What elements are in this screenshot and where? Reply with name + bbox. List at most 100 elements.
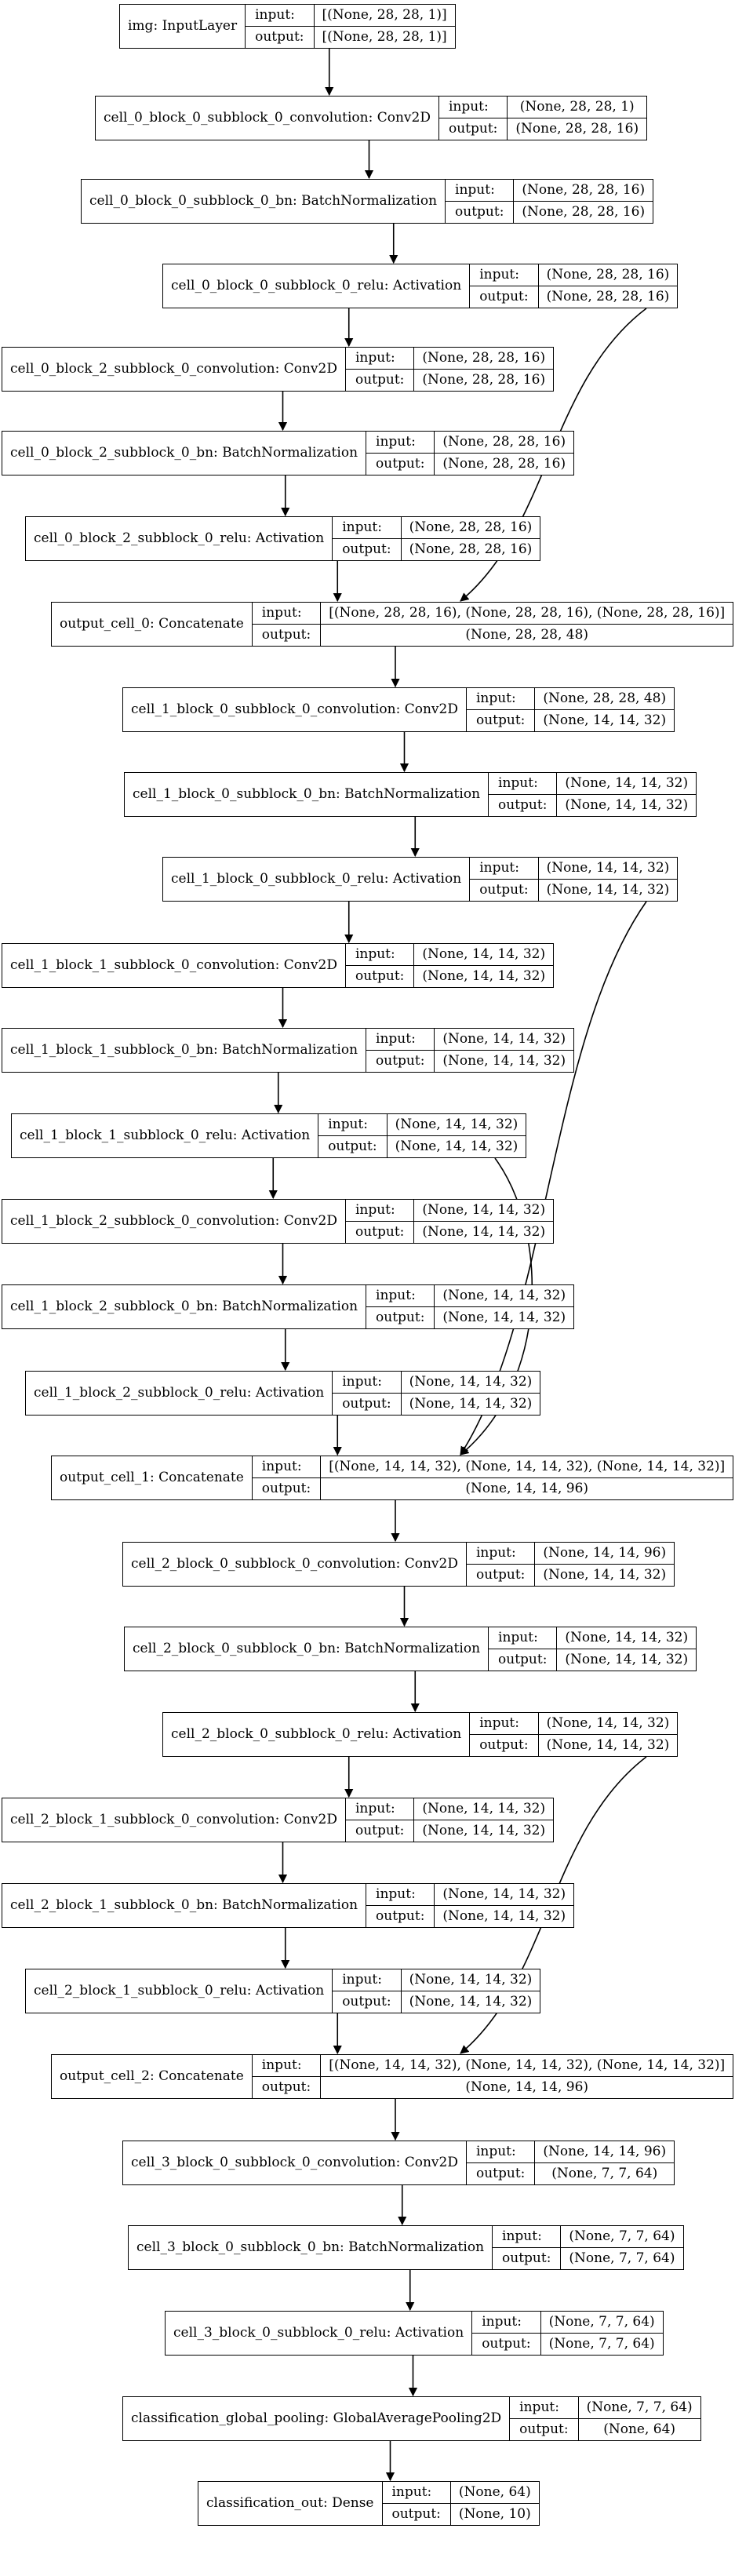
input-shape: (None, 7, 7, 64) <box>561 2226 683 2248</box>
output-label: output: <box>498 796 548 813</box>
shape-values: (None, 14, 14, 32)(None, 14, 14, 32) <box>401 1372 540 1415</box>
output-label: output: <box>475 2165 526 2181</box>
io-header: input:output: <box>252 1456 322 1499</box>
output-label: output: <box>355 967 405 984</box>
layer-node: cell_1_block_2_subblock_0_convolution: C… <box>2 1198 555 1244</box>
io-header: input:output: <box>333 1371 402 1415</box>
shape-values: (None, 14, 14, 32)(None, 14, 14, 32) <box>538 1713 678 1756</box>
shape-values: (None, 28, 28, 1)(None, 28, 28, 16) <box>508 97 647 140</box>
output-label: output: <box>376 1309 425 1325</box>
input-label: input: <box>345 1798 414 1820</box>
io-header: input:output: <box>466 2141 536 2184</box>
shape-values: [(None, 14, 14, 32), (None, 14, 14, 32),… <box>321 1456 733 1499</box>
input-label: input: <box>470 264 538 286</box>
input-label: input: <box>366 1884 435 1906</box>
layer-node: cell_1_block_1_subblock_0_bn: BatchNorma… <box>2 1027 575 1073</box>
io-header: input: output: <box>345 1798 415 1842</box>
input-label: input: <box>466 688 535 710</box>
shape-values: (None, 14, 14, 96)(None, 14, 14, 32) <box>535 1543 675 1586</box>
input-shape: (None, 28, 28, 16) <box>414 348 554 370</box>
layer-label: cell_2_block_1_subblock_0_convolution: C… <box>2 1798 346 1842</box>
output-label: output: <box>328 1138 377 1154</box>
layer-label: cell_2_block_1_subblock_0_bn: BatchNorma… <box>2 1883 367 1927</box>
input-shape: (None, 14, 14, 32) <box>414 1200 554 1222</box>
output-shape: (None, 14, 14, 32) <box>543 1566 667 1583</box>
layer-node: cell_2_block_0_subblock_0_relu: Activati… <box>162 1711 679 1757</box>
output-shape: (None, 14, 14, 32) <box>543 712 667 728</box>
output-label: output: <box>482 2335 531 2352</box>
output-label: output: <box>261 1480 311 1496</box>
io-header: input:output: <box>466 687 536 731</box>
output-shape: (None, 14, 14, 96) <box>465 1480 589 1496</box>
input-label: input: <box>252 2055 321 2077</box>
output-shape: (None, 14, 14, 32) <box>565 1651 689 1667</box>
input-label: input: <box>493 2226 561 2248</box>
output-label: output: <box>342 541 391 557</box>
io-header: input:output: <box>472 2311 541 2355</box>
output-shape: (None, 14, 14, 32) <box>422 967 546 984</box>
input-label: input: <box>333 1969 401 1991</box>
shape-values: (None, 7, 7, 64)(None, 7, 7, 64) <box>540 2312 663 2355</box>
output-label: output: <box>376 455 425 472</box>
output-label: output: <box>355 1822 405 1838</box>
output-shape: (None, 14, 14, 32) <box>442 1309 566 1325</box>
io-header: input:output: <box>510 2396 579 2440</box>
input-shape: (None, 14, 14, 32) <box>387 1114 526 1136</box>
layer-label: classification_out: Dense <box>198 2481 383 2525</box>
output-label: output: <box>498 1651 548 1667</box>
output-label: output: <box>502 2250 551 2266</box>
input-shape: (None, 14, 14, 32) <box>557 773 697 795</box>
layer-label: cell_2_block_0_subblock_0_bn: BatchNorma… <box>125 1627 489 1671</box>
input-label: input: <box>472 2312 540 2334</box>
input-label: input: <box>446 180 514 202</box>
layer-label: cell_0_block_0_subblock_0_convolution: C… <box>96 96 439 140</box>
layer-node: cell_1_block_2_subblock_0_relu: Activati… <box>25 1370 541 1416</box>
io-header: input:output: <box>366 431 435 475</box>
output-label: output: <box>475 1566 526 1583</box>
layer-node: cell_0_block_2_subblock_0_relu: Activati… <box>25 516 541 561</box>
shape-values: [(None, 28, 28, 1)][(None, 28, 28, 1)] <box>314 5 455 48</box>
output-shape: (None, 14, 14, 32) <box>546 1736 670 1753</box>
io-header: input:output: <box>489 1627 558 1671</box>
input-shape: (None, 14, 14, 32) <box>435 1884 574 1906</box>
input-shape: (None, 14, 14, 32) <box>538 858 678 880</box>
output-label: output: <box>519 2421 569 2437</box>
output-label: output: <box>261 626 311 643</box>
layer-node: cell_1_block_0_subblock_0_convolution: C… <box>122 687 675 732</box>
input-label: input: <box>345 944 414 966</box>
input-shape: (None, 28, 28, 16) <box>538 264 678 286</box>
io-header: input:output: <box>470 1712 539 1756</box>
output-label: output: <box>376 1052 425 1069</box>
output-shape: (None, 28, 28, 16) <box>422 371 546 388</box>
shape-values: (None, 14, 14, 32)(None, 14, 14, 32) <box>435 1029 574 1072</box>
output-shape: (None, 7, 7, 64) <box>551 2165 658 2181</box>
layer-label: cell_1_block_0_subblock_0_relu: Activati… <box>163 857 471 901</box>
io-header: input:output: <box>446 179 515 223</box>
shape-values: [(None, 28, 28, 16), (None, 28, 28, 16),… <box>321 603 733 646</box>
layer-node: cell_1_block_1_subblock_0_relu: Activati… <box>11 1113 527 1158</box>
output-label: output: <box>479 288 529 304</box>
layer-label: cell_1_block_0_subblock_0_bn: BatchNorma… <box>125 772 489 816</box>
input-shape: (None, 28, 28, 16) <box>514 180 653 202</box>
output-shape: (None, 14, 14, 32) <box>565 796 689 813</box>
io-header: input:output: <box>246 4 315 48</box>
output-label: output: <box>448 120 498 137</box>
input-label: input: <box>333 1372 401 1394</box>
shape-values: (None, 14, 14, 32)(None, 14, 14, 32) <box>401 1969 540 2013</box>
output-label: output: <box>376 1907 425 1924</box>
input-shape: (None, 7, 7, 64) <box>540 2312 663 2334</box>
output-shape: (None, 28, 28, 16) <box>442 455 566 472</box>
input-label: input: <box>366 432 435 454</box>
output-shape: (None, 14, 14, 32) <box>442 1052 566 1069</box>
input-label: input: <box>466 1543 535 1565</box>
layer-label: output_cell_1: Concatenate <box>52 1456 253 1499</box>
output-shape: (None, 14, 14, 32) <box>409 1395 533 1412</box>
output-label: output: <box>391 2505 441 2522</box>
layer-label: cell_3_block_0_subblock_0_relu: Activati… <box>166 2311 473 2355</box>
output-shape: (None, 28, 28, 16) <box>522 203 646 220</box>
output-shape: (None, 10) <box>458 2505 531 2522</box>
io-header: input:output: <box>366 1284 435 1328</box>
input-shape: (None, 14, 14, 32) <box>557 1627 697 1649</box>
